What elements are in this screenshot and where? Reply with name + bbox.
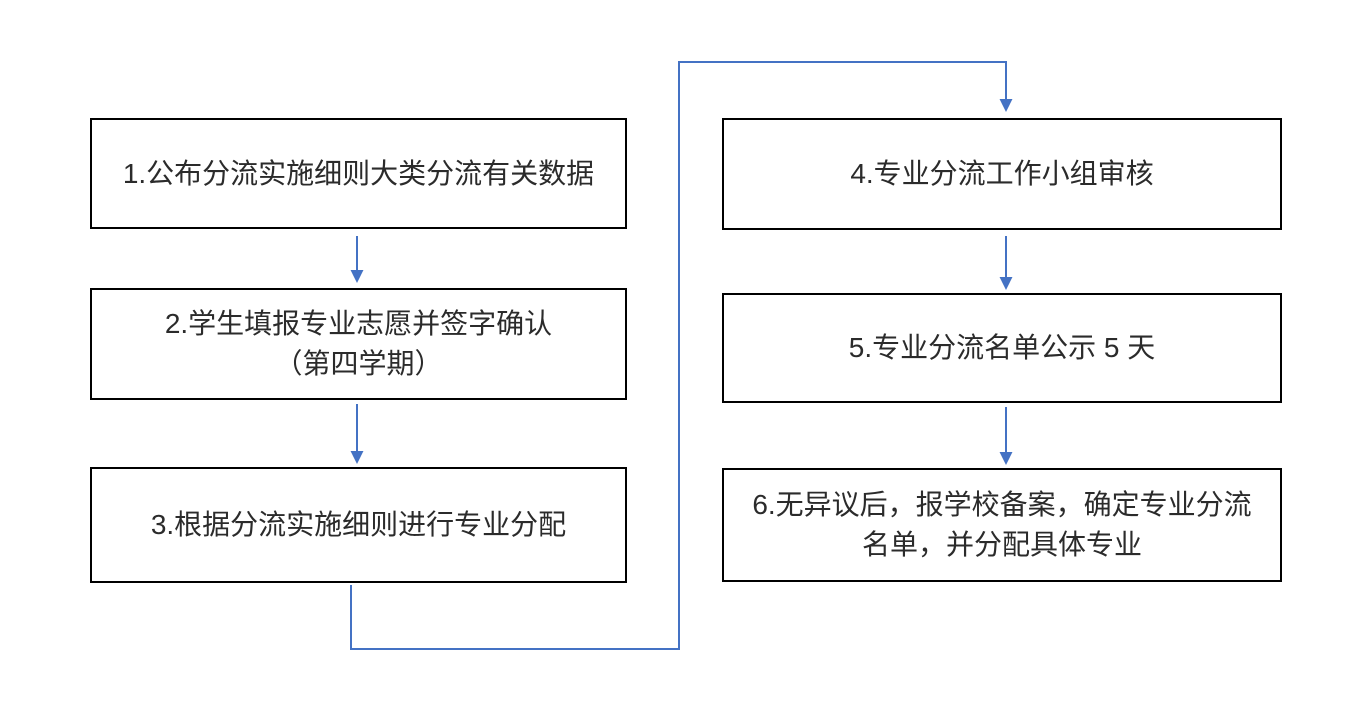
flow-step-5: 5.专业分流名单公示 5 天: [722, 293, 1282, 403]
flow-step-6-label: 6.无异议后，报学校备案，确定专业分流 名单，并分配具体专业: [752, 489, 1252, 560]
flow-step-3-label: 3.根据分流实施细则进行专业分配: [150, 509, 567, 541]
flow-step-5-label: 5.专业分流名单公示 5 天: [848, 332, 1156, 364]
flow-step-1: 1.公布分流实施细则大类分流有关数据: [90, 118, 627, 229]
flow-step-3: 3.根据分流实施细则进行专业分配: [90, 467, 627, 583]
flow-step-4-label: 4.专业分流工作小组审核: [850, 158, 1154, 190]
flow-step-2: 2.学生填报专业志愿并签字确认 （第四学期）: [90, 288, 627, 400]
flow-step-6: 6.无异议后，报学校备案，确定专业分流 名单，并分配具体专业: [722, 468, 1282, 582]
flow-step-2-label: 2.学生填报专业志愿并签字确认 （第四学期）: [164, 308, 553, 379]
flow-step-1-label: 1.公布分流实施细则大类分流有关数据: [122, 157, 595, 189]
flow-step-4: 4.专业分流工作小组审核: [722, 118, 1282, 230]
